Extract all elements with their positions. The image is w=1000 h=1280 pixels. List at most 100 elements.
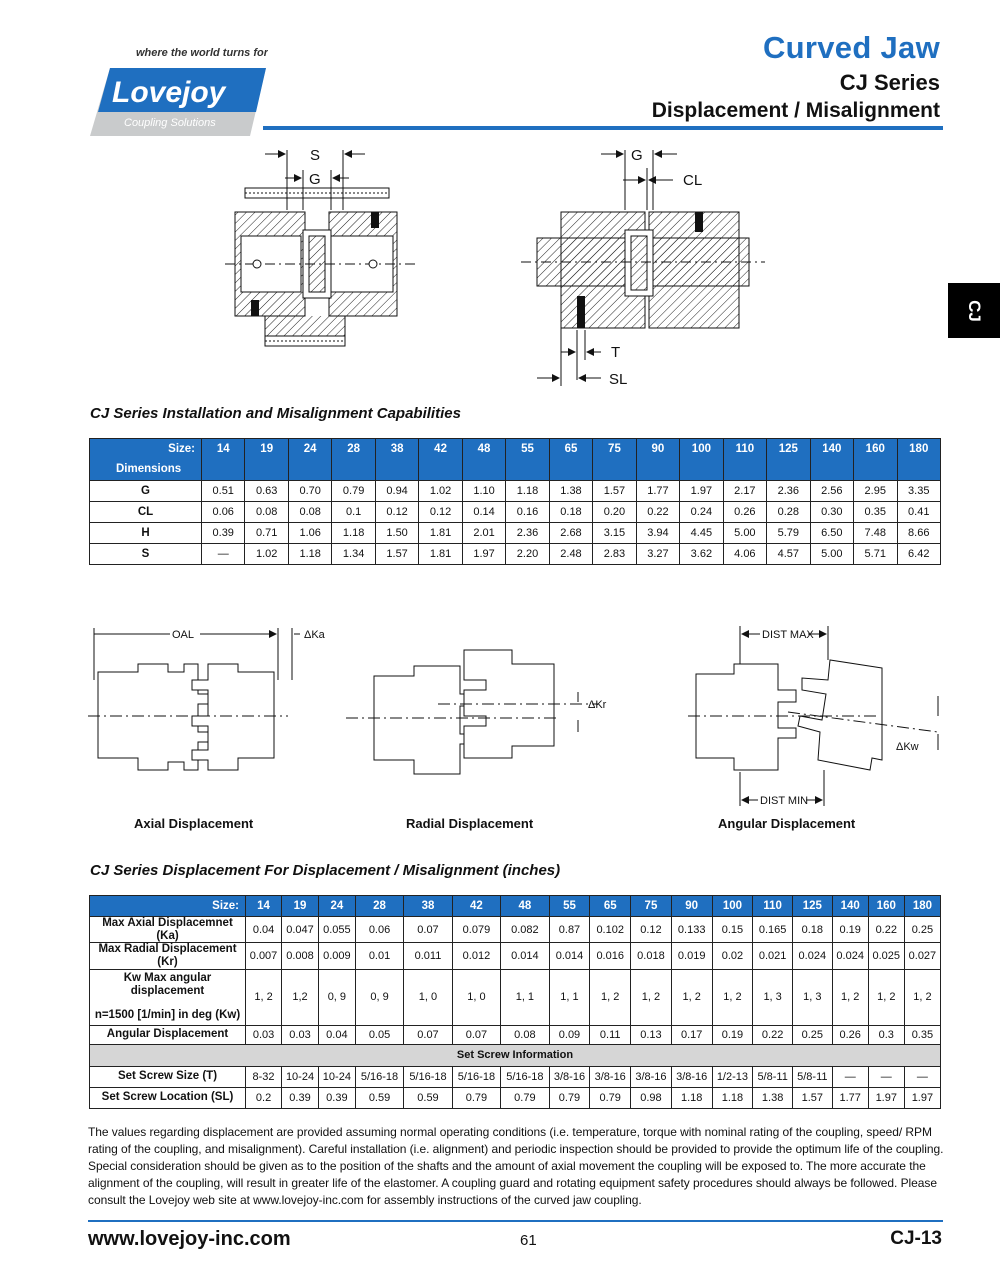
table-cell: 3.94 xyxy=(635,522,681,544)
row-label: S xyxy=(89,543,202,565)
table-cell: 2.83 xyxy=(592,543,637,565)
logo-sub: Coupling Solutions xyxy=(124,117,216,129)
table-cell: 0.019 xyxy=(670,942,713,970)
table-cell: 2.36 xyxy=(766,480,811,502)
table-cell: 0.024 xyxy=(791,942,833,970)
table-cell: 2.20 xyxy=(505,543,550,565)
size-header-cell: 42 xyxy=(418,438,463,481)
table-cell: 0.79 xyxy=(589,1086,632,1109)
size-label: Size: xyxy=(89,895,246,917)
table-cell: 0.08 xyxy=(244,501,289,523)
right-coupling-section: G CL T SL xyxy=(521,147,765,388)
table-cell: 1, 1 xyxy=(548,968,591,1026)
table-cell: 1.18 xyxy=(670,1086,713,1109)
radial-diagram: ΔKr xyxy=(346,649,607,775)
table-cell: 1.18 xyxy=(505,480,550,502)
side-tab: CJ xyxy=(948,283,1000,338)
table-cell: 0.15 xyxy=(711,915,754,944)
installation-drawing: S G G CL T SL xyxy=(225,147,765,388)
table-cell: 0.018 xyxy=(630,942,672,970)
table-cell: 0.04 xyxy=(317,1024,356,1045)
table-cell: 0.19 xyxy=(831,915,869,944)
table-cell: 2.95 xyxy=(853,480,898,502)
size-header-cell: 140 xyxy=(809,438,855,481)
table-cell: 0.014 xyxy=(548,942,591,970)
table-cell: — xyxy=(867,1065,905,1088)
table-cell: 0.39 xyxy=(200,522,246,544)
row-label: H xyxy=(89,522,202,544)
table-cell: 1.77 xyxy=(635,480,681,502)
table-cell: 1.02 xyxy=(418,480,463,502)
table-cell: 0.03 xyxy=(244,1024,283,1045)
header-rule xyxy=(263,126,943,130)
table-cell: 1.97 xyxy=(903,1086,942,1109)
table-cell: 1, 0 xyxy=(403,968,453,1026)
table-cell: 0.012 xyxy=(451,942,502,970)
size-header-cell: 38 xyxy=(403,895,453,917)
size-header-cell: 14 xyxy=(200,438,246,481)
table-cell: 0.41 xyxy=(896,501,941,523)
table-cell: 1, 2 xyxy=(903,968,942,1026)
footer-url[interactable]: www.lovejoy-inc.com xyxy=(88,1228,291,1250)
table-cell: 1, 1 xyxy=(500,968,550,1026)
table-cell: 0.79 xyxy=(331,480,376,502)
row-label: Max Radial Displacement (Kr) xyxy=(89,942,246,970)
label-s: S xyxy=(310,147,320,164)
row-label: Angular Displacement xyxy=(89,1024,246,1045)
table-cell: 0.01 xyxy=(354,942,405,970)
logo-tagline: where the world turns for xyxy=(136,47,268,59)
label-dist-min: DIST MIN xyxy=(760,795,808,807)
table-cell: — xyxy=(200,543,246,565)
table-cell: 1.18 xyxy=(287,543,333,565)
table-cell: 1.18 xyxy=(331,522,376,544)
size-header-cell: 14 xyxy=(244,895,283,917)
table-cell: 1, 2 xyxy=(831,968,869,1026)
table-cell: 0.016 xyxy=(589,942,632,970)
size-header-cell: 110 xyxy=(752,895,793,917)
table-cell: 5/16-18 xyxy=(451,1065,502,1088)
label-dkw: ΔKw xyxy=(896,741,919,753)
table-cell: 1.38 xyxy=(548,480,594,502)
row-label: CL xyxy=(89,501,202,523)
table-cell: 0.3 xyxy=(867,1024,905,1045)
table-cell: 1.57 xyxy=(374,543,420,565)
label-g-right: G xyxy=(631,147,643,164)
table-cell: 10-24 xyxy=(317,1065,356,1088)
label-cl: CL xyxy=(683,172,702,189)
table-cell: 0.35 xyxy=(853,501,898,523)
table-cell: 2.01 xyxy=(461,522,507,544)
table-cell: 1, 2 xyxy=(670,968,713,1026)
table-cell: 0.14 xyxy=(461,501,507,523)
table-cell: 2.48 xyxy=(548,543,594,565)
table-cell: 1.57 xyxy=(791,1086,833,1109)
label-t: T xyxy=(611,344,620,361)
table-cell: 0.02 xyxy=(711,942,754,970)
table-cell: 1, 2 xyxy=(867,968,905,1026)
table-cell: 0.07 xyxy=(403,1024,453,1045)
table-cell: 0.021 xyxy=(752,942,793,970)
label-dkr: ΔKr xyxy=(588,699,607,711)
table-cell: 0.024 xyxy=(831,942,869,970)
table-cell: 6.42 xyxy=(896,543,941,565)
table-cell: 0.98 xyxy=(630,1086,672,1109)
table-cell: 1.18 xyxy=(711,1086,754,1109)
logo-name: Lovejoy xyxy=(112,76,227,109)
size-header-cell: 19 xyxy=(281,895,319,917)
table-cell: 0.79 xyxy=(548,1086,591,1109)
table-cell: 0.51 xyxy=(200,480,246,502)
table-cell: 0.06 xyxy=(200,501,246,523)
table-cell: 4.57 xyxy=(766,543,811,565)
size-header-cell: 90 xyxy=(670,895,713,917)
table-cell: 0.30 xyxy=(809,501,855,523)
table-cell: 0.26 xyxy=(831,1024,869,1045)
table-cell: 0.39 xyxy=(281,1086,319,1109)
table-cell: 3.62 xyxy=(679,543,724,565)
